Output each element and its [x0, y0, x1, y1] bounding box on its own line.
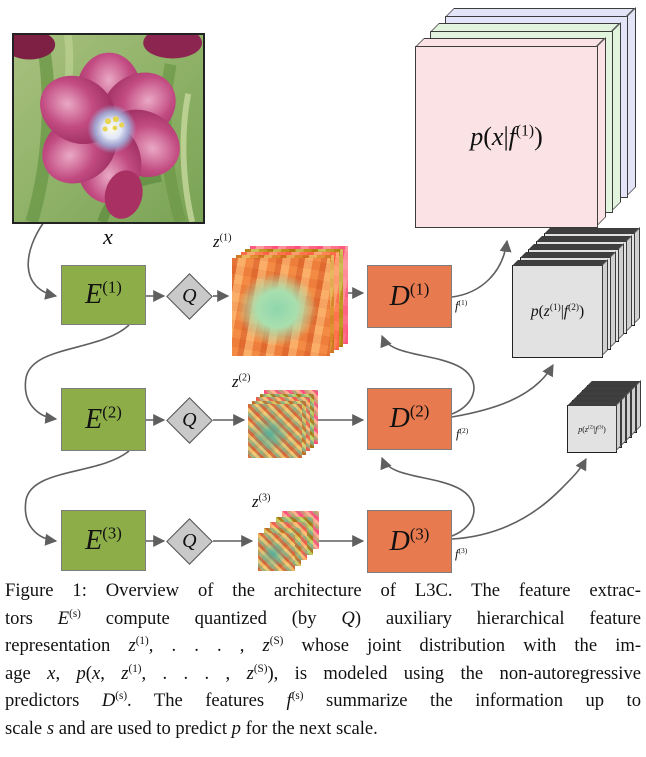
latent-label-3: z(3): [252, 492, 271, 511]
feature-label-2: f(2): [456, 425, 469, 441]
input-image-label: x: [103, 224, 113, 249]
latent-stack-2: [248, 390, 320, 458]
quantizer-label-1: Q: [182, 284, 197, 307]
tulip-photo: [14, 35, 203, 222]
arrow-f3-to-pz2f3: [451, 457, 587, 540]
arrow-f2-to-pz1f2: [451, 363, 554, 418]
output-stack-pxf1: p(x|f(1)): [415, 46, 598, 228]
latent-label-1: z(1): [213, 232, 232, 251]
decoder-label-1: D(1): [389, 279, 430, 312]
latent-label-2: z(2): [232, 372, 251, 391]
output-label-pz2f3: p(z(2)|f(3)): [578, 424, 606, 434]
decoder-box-3: D(3): [367, 510, 452, 573]
caption-line-4: age x, p(x, z(1), . . . , z(S)), is mode…: [5, 662, 642, 684]
decoder-label-2: D(2): [389, 401, 430, 434]
feature-label-1: f(1): [455, 297, 468, 313]
arrow-f2-to-d1: [380, 334, 475, 415]
encoder-box-1: E(1): [61, 265, 146, 325]
quantizer-label-3: Q: [182, 529, 197, 552]
input-image: [12, 33, 205, 224]
caption-line-5: predictors D(s). The features f(s) summa…: [5, 690, 642, 712]
output-stack-pz2f3: p(z(2)|f(3)): [567, 405, 617, 453]
latent-stack-3: [258, 511, 320, 573]
caption-line-1: Figure 1: Overview of the architecture o…: [5, 580, 641, 601]
feature-map: [232, 258, 330, 356]
output-label-pxf1: p(x|f(1)): [470, 122, 543, 151]
output-label-pz1f2: p(z(1)|f(2)): [530, 302, 585, 320]
arrow-e1-to-e2: [24, 324, 130, 424]
decoder-label-3: D(3): [389, 524, 430, 557]
quantizer-label-2: Q: [182, 408, 197, 431]
encoder-label-3: E(3): [85, 523, 122, 556]
encoder-box-2: E(2): [61, 388, 146, 451]
caption-line-6: scale s and are used to predict p for th…: [5, 717, 378, 739]
arrow-x-to-e1: [27, 221, 58, 300]
encoder-label-1: E(1): [85, 277, 122, 310]
feature-label-3: f(3): [455, 545, 468, 561]
latent-stack-1: [232, 246, 348, 356]
feature-map: [248, 404, 302, 458]
feature-map: [258, 533, 295, 571]
output-stack-pz1f2: p(z(1)|f(2)): [512, 265, 603, 358]
encoder-box-3: E(3): [61, 510, 146, 571]
arrow-f1-to-pxf1: [451, 239, 512, 298]
decoder-box-2: D(2): [367, 388, 452, 450]
figure-caption: Figure 1: Overview of the architecture o…: [5, 577, 641, 743]
arrow-f3-to-d2: [380, 456, 475, 537]
arrow-e2-to-e3: [24, 450, 130, 546]
encoder-label-2: E(2): [85, 402, 122, 435]
caption-line-3: representation z(1), . . . , z(S) whose …: [5, 635, 642, 657]
decoder-box-1: D(1): [367, 265, 452, 328]
caption-line-2: tors E(s) compute quantized (by Q) auxil…: [5, 607, 641, 629]
